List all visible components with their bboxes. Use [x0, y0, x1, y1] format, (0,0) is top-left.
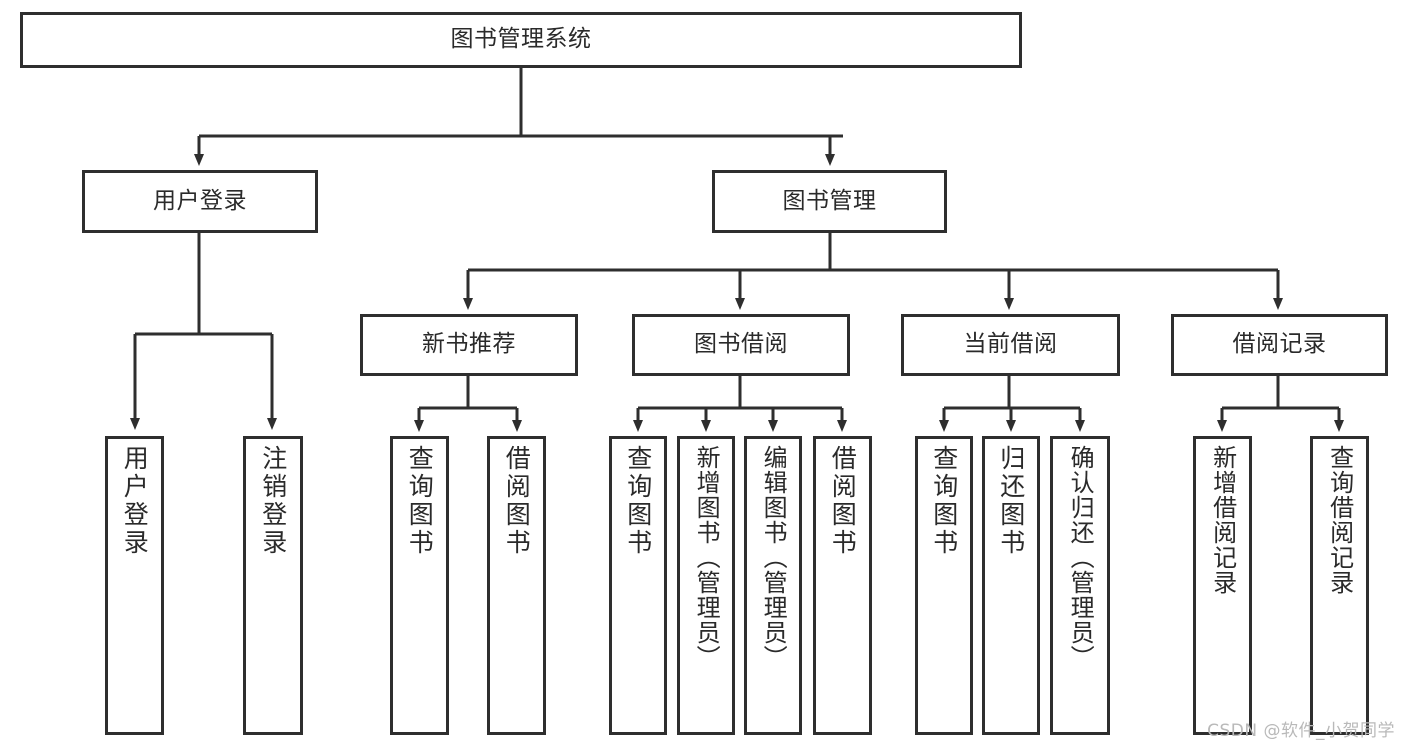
node-book-manage[interactable]: 图书管理	[712, 170, 947, 233]
node-book-borrow-label: 图书借阅	[694, 331, 788, 358]
node-leaf-borrow-book-rec-label: 借阅图书	[502, 445, 532, 557]
node-new-book-rec[interactable]: 新书推荐	[360, 314, 578, 376]
node-leaf-add-record[interactable]: 新增借阅记录	[1193, 436, 1252, 735]
node-user-login-label: 用户登录	[153, 187, 247, 214]
node-user-login[interactable]: 用户登录	[82, 170, 318, 233]
node-leaf-user-login[interactable]: 用户登录	[105, 436, 164, 735]
node-book-manage-label: 图书管理	[782, 187, 877, 214]
node-root-label: 图书管理系统	[450, 26, 592, 53]
node-current-borrow[interactable]: 当前借阅	[901, 314, 1120, 376]
node-leaf-return-book-label: 归还图书	[996, 445, 1026, 557]
node-leaf-return-book[interactable]: 归还图书	[982, 436, 1040, 735]
node-leaf-user-logout[interactable]: 注销登录	[243, 436, 303, 735]
node-leaf-query-book-borrow-label: 查询图书	[623, 445, 653, 557]
node-leaf-query-book-cur[interactable]: 查询图书	[915, 436, 973, 735]
node-leaf-query-book-rec[interactable]: 查询图书	[390, 436, 449, 735]
node-leaf-query-book-borrow[interactable]: 查询图书	[609, 436, 667, 735]
node-leaf-borrow-book[interactable]: 借阅图书	[813, 436, 872, 735]
node-leaf-borrow-book-label: 借阅图书	[828, 445, 858, 557]
node-leaf-edit-book-label: 编辑图书（管理员）	[759, 445, 788, 670]
node-leaf-edit-book[interactable]: 编辑图书（管理员）	[744, 436, 802, 735]
node-leaf-query-book-cur-label: 查询图书	[929, 445, 959, 557]
node-leaf-query-record[interactable]: 查询借阅记录	[1310, 436, 1369, 735]
node-new-book-rec-label: 新书推荐	[422, 331, 516, 358]
node-leaf-user-login-label: 用户登录	[120, 445, 150, 557]
node-leaf-add-book-label: 新增图书（管理员）	[692, 445, 721, 670]
node-borrow-record-label: 借阅记录	[1232, 331, 1327, 358]
node-root[interactable]: 图书管理系统	[20, 12, 1022, 68]
node-book-borrow[interactable]: 图书借阅	[632, 314, 850, 376]
node-leaf-confirm-return-label: 确认归还（管理员）	[1066, 445, 1095, 670]
node-leaf-add-record-label: 新增借阅记录	[1208, 445, 1237, 595]
csdn-watermark: CSDN @软件_小贺同学	[1207, 721, 1395, 741]
node-leaf-user-logout-label: 注销登录	[258, 445, 288, 557]
node-borrow-record[interactable]: 借阅记录	[1171, 314, 1388, 376]
node-leaf-query-book-rec-label: 查询图书	[405, 445, 435, 557]
node-current-borrow-label: 当前借阅	[963, 331, 1058, 358]
node-leaf-borrow-book-rec[interactable]: 借阅图书	[487, 436, 546, 735]
node-leaf-add-book[interactable]: 新增图书（管理员）	[677, 436, 735, 735]
node-leaf-confirm-return[interactable]: 确认归还（管理员）	[1050, 436, 1110, 735]
node-leaf-query-record-label: 查询借阅记录	[1325, 445, 1354, 595]
